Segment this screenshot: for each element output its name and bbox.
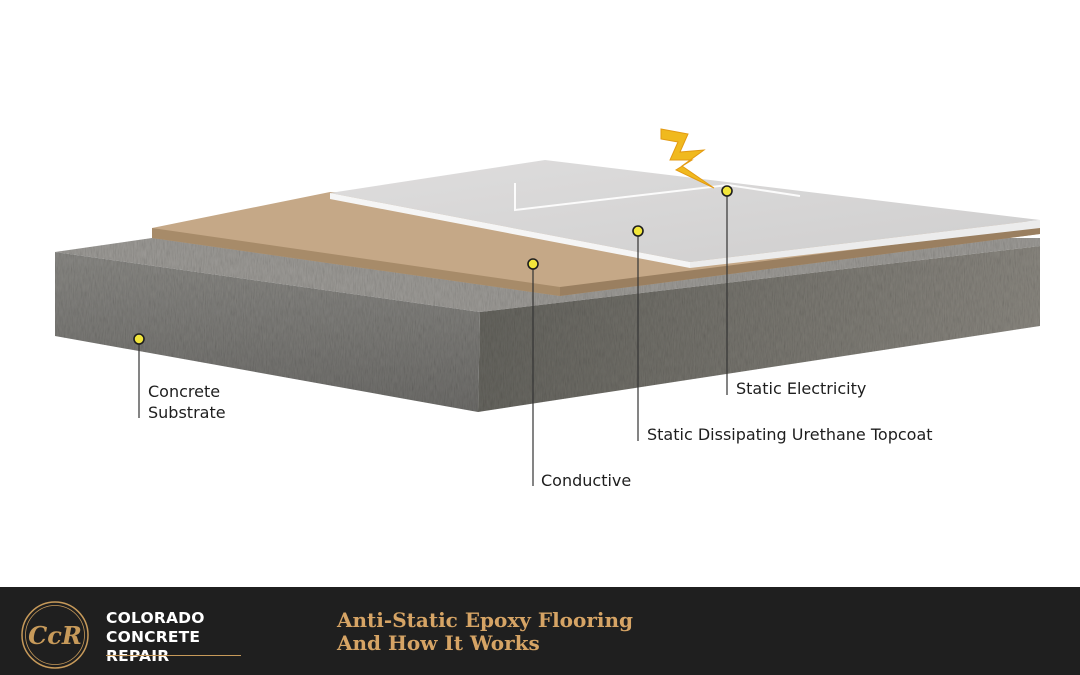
diagram-area: Concrete Substrate Conductive Static Dis… xyxy=(55,128,1040,490)
label-conductive: Conductive xyxy=(541,471,632,490)
topcoat-layer-top xyxy=(330,160,1040,262)
callout-marker-icon xyxy=(632,225,644,237)
brand-divider xyxy=(106,655,241,656)
topcoat-layer-side xyxy=(690,220,1040,268)
headline-line1: Anti-Static Epoxy Flooring xyxy=(337,608,634,632)
brand-line2: CONCRETE REPAIR xyxy=(106,628,201,665)
label-static-electricity: Static Electricity xyxy=(736,379,867,398)
conductive-layer-edge xyxy=(152,228,560,296)
label-concrete-line2: Substrate xyxy=(148,403,226,422)
label-topcoat: Static Dissipating Urethane Topcoat xyxy=(647,425,933,444)
callout-marker-icon xyxy=(721,185,733,197)
logo-monogram: CcR xyxy=(28,621,82,650)
brand-line1: COLORADO xyxy=(106,609,205,627)
topcoat-layer-edge xyxy=(330,193,690,268)
headline-line2: And How It Works xyxy=(337,631,540,655)
callout-marker-icon xyxy=(133,333,145,345)
conductive-layer-side xyxy=(560,226,1040,296)
concrete-side-face xyxy=(478,246,1040,412)
article-headline: Anti-Static Epoxy Flooring And How It Wo… xyxy=(337,609,633,655)
label-concrete-substrate: Concrete Substrate xyxy=(148,381,226,423)
footer-banner: CcR COLORADO CONCRETE REPAIR Anti-Static… xyxy=(0,587,1080,675)
leader-lines xyxy=(138,191,728,486)
label-concrete-line1: Concrete xyxy=(148,382,221,401)
brand-name: COLORADO CONCRETE REPAIR xyxy=(106,609,266,666)
lightning-bolt-icon xyxy=(660,128,715,189)
callout-marker-icon xyxy=(527,258,539,270)
concrete-front-face xyxy=(55,252,480,412)
flooring-layers-diagram xyxy=(55,128,1040,486)
static-discharge-path xyxy=(514,183,801,212)
ccr-logo-icon: CcR xyxy=(21,601,89,669)
